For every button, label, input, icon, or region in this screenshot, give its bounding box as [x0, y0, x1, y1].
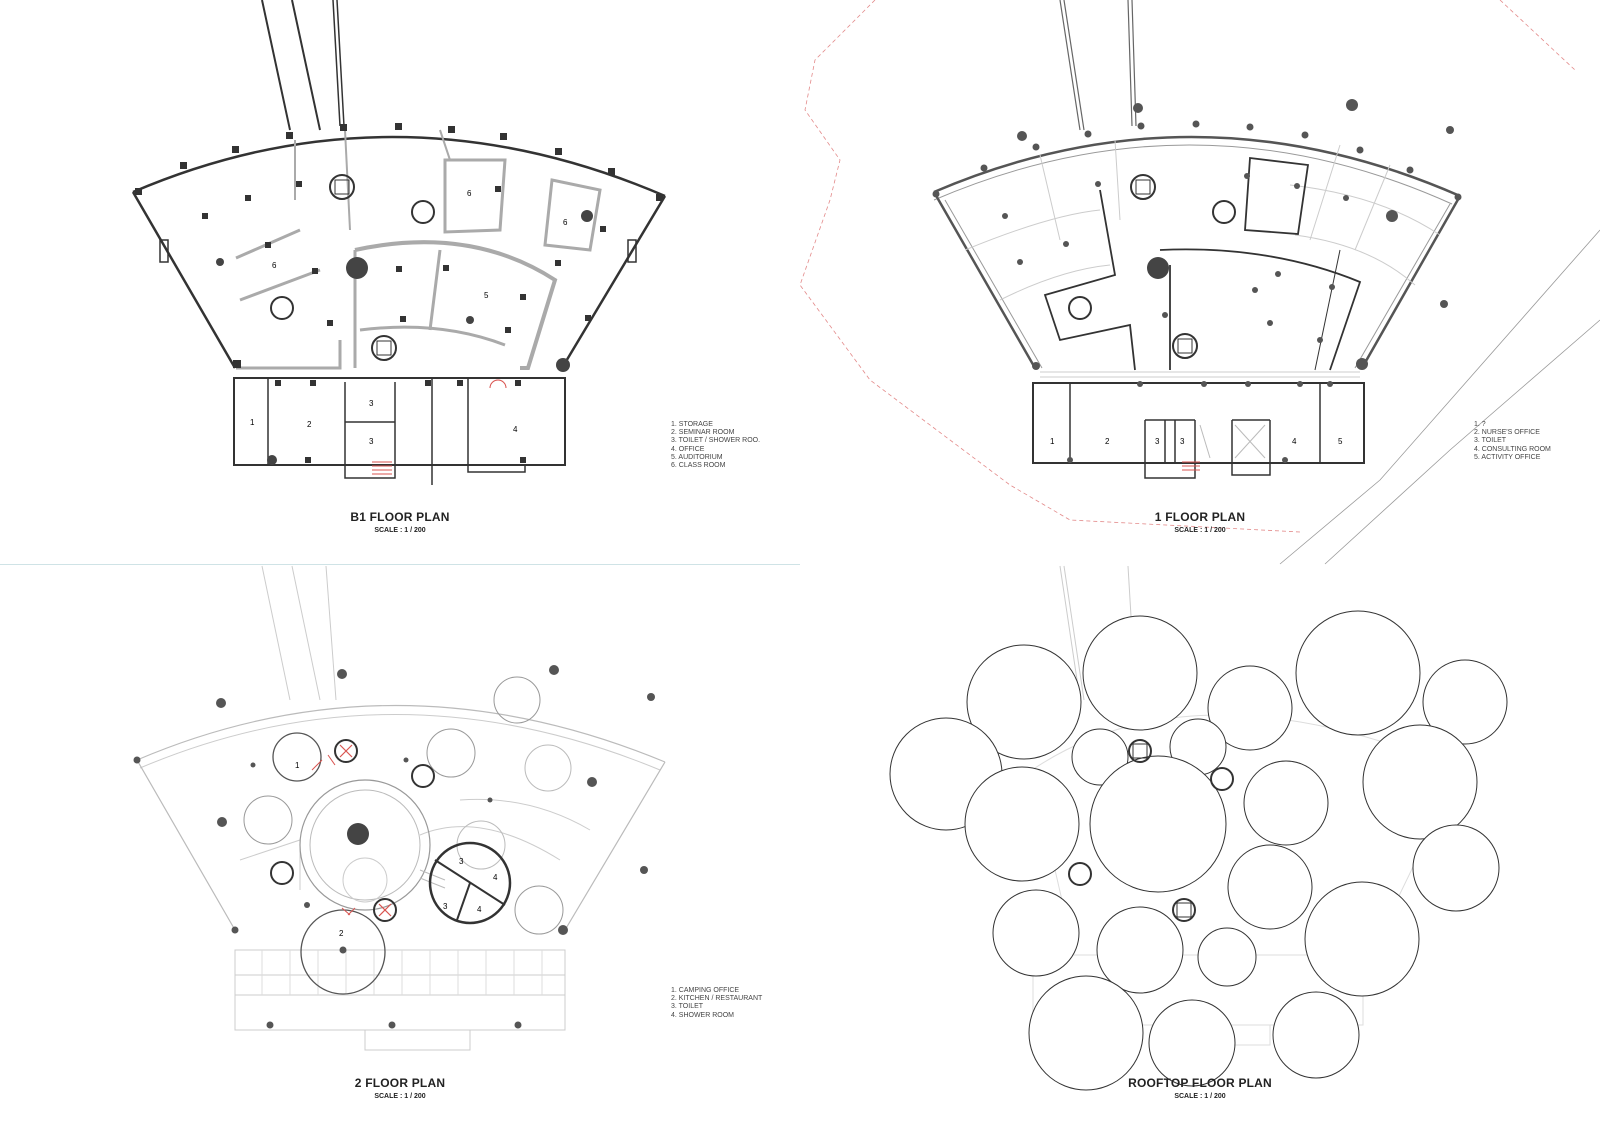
b1-room-number: 6	[467, 189, 472, 198]
b1-floor-plan: 1 2 3 3 4 5 6 6 6	[131, 0, 667, 485]
b1-floor-plan-scale: SCALE : 1 / 200	[374, 527, 426, 534]
b1-legend: 1. STORAGE 2. SEMINAR ROOM 3. TOILET / S…	[671, 421, 760, 470]
legend-item: 5. ACTIVITY OFFICE	[1474, 453, 1541, 461]
legend-item: 1. ?	[1474, 421, 1486, 428]
b1-room-number: 3	[369, 399, 374, 408]
legend-item: 4. OFFICE	[671, 445, 705, 453]
b1-room-number: 4	[513, 425, 518, 434]
panel-divider	[0, 564, 800, 565]
b1-room-number: 2	[307, 420, 312, 429]
legend-item: 5. AUDITORIUM	[671, 453, 723, 461]
rooftop-floor-plan-scale: SCALE : 1 / 200	[1174, 1093, 1226, 1100]
f2-floor-plan-scale: SCALE : 1 / 200	[374, 1093, 426, 1100]
f2-room-number: 1	[295, 761, 300, 770]
f1-room-number: 1	[1050, 437, 1055, 446]
f1-room-number: 5	[1338, 437, 1343, 446]
f1-legend: 1. ? 2. NURSE'S OFFICE 3. TOILET 4. CONS…	[1474, 421, 1551, 462]
f2-room-number: 3	[443, 902, 448, 911]
f2-floor-plan: 1 2 3 3 4 4	[133, 565, 666, 1051]
f1-room-number: 3	[1155, 437, 1160, 446]
legend-item: 2. NURSE'S OFFICE	[1474, 429, 1540, 437]
f2-room-number: 4	[477, 905, 482, 914]
f1-room-number: 3	[1180, 437, 1185, 446]
legend-item: 4. SHOWER ROOM	[671, 1011, 735, 1019]
f2-floor-plan-title: 2 FLOOR PLAN	[354, 1076, 446, 1090]
legend-item: 4. CONSULTING ROOM	[1474, 445, 1551, 453]
f2-room-number: 4	[493, 873, 498, 882]
b1-room-number: 6	[563, 218, 568, 227]
rooftop-floor-plan	[889, 565, 1508, 1091]
legend-item: 2. KITCHEN / RESTAURANT	[671, 995, 763, 1003]
b1-floor-plan-title: B1 FLOOR PLAN	[350, 510, 450, 524]
legend-item: 3. TOILET	[1474, 437, 1507, 445]
b1-room-number: 6	[272, 261, 277, 270]
f1-room-number: 2	[1105, 437, 1110, 446]
f2-legend: 1. CAMPING OFFICE 2. KITCHEN / RESTAURAN…	[671, 987, 762, 1020]
legend-item: 3. TOILET	[671, 1003, 704, 1011]
rooftop-floor-plan-title: ROOFTOP FLOOR PLAN	[1128, 1076, 1272, 1090]
b1-room-number: 3	[369, 437, 374, 446]
legend-item: 1. STORAGE	[671, 421, 713, 428]
f1-floor-plan-scale: SCALE : 1 / 200	[1174, 527, 1226, 534]
f1-floor-plan: 1 2 3 3 4 5	[799, 0, 1600, 565]
b1-room-number: 5	[484, 291, 489, 300]
f2-room-number: 3	[459, 857, 464, 866]
b1-room-number: 1	[250, 418, 255, 427]
f1-room-number: 4	[1292, 437, 1297, 446]
legend-item: 6. CLASS ROOM	[671, 462, 726, 470]
legend-item: 1. CAMPING OFFICE	[671, 987, 740, 994]
legend-item: 3. TOILET / SHOWER ROO.	[671, 437, 761, 445]
legend-item: 2. SEMINAR ROOM	[671, 429, 735, 437]
f1-floor-plan-title: 1 FLOOR PLAN	[1154, 510, 1246, 524]
f2-room-number: 2	[339, 929, 344, 938]
